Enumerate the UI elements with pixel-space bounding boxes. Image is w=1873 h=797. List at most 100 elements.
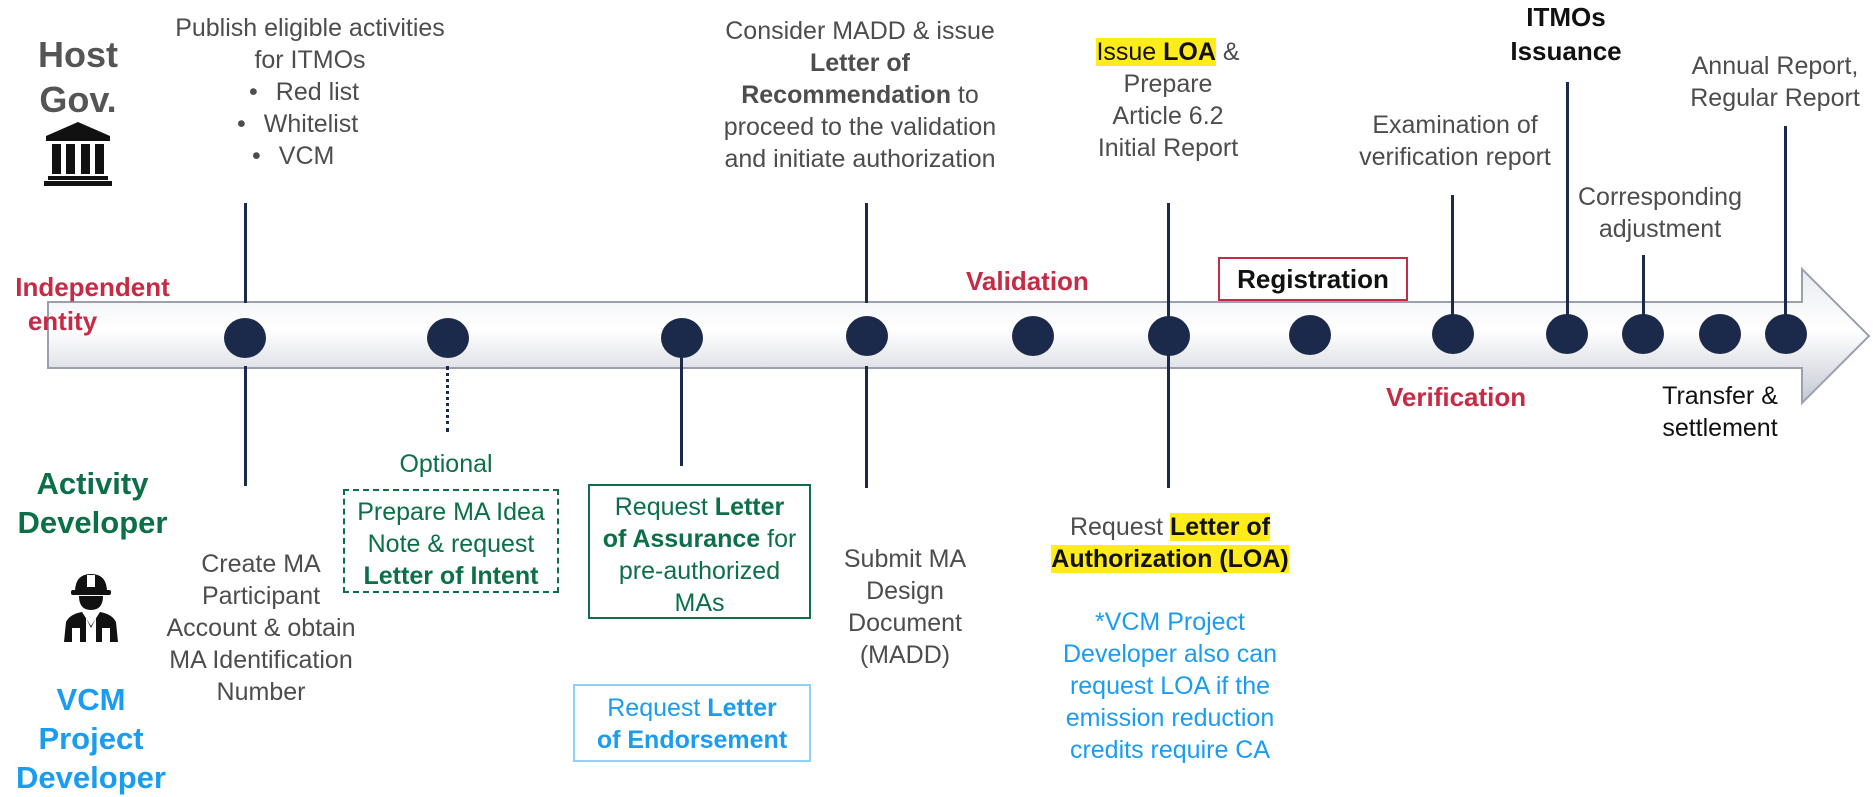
create-line4: MA Identification <box>169 646 353 674</box>
connector-optional-dotted <box>446 366 449 432</box>
timeline-dot <box>224 318 266 358</box>
submit-line2: Design <box>866 577 944 605</box>
issue-line3: Article 6.2 <box>1112 102 1224 130</box>
assurance-line2: of Assurance for <box>590 523 809 555</box>
stage-registration: Registration <box>1218 257 1408 301</box>
vcm-loa-note: *VCM Project Developer also can request … <box>1040 606 1300 766</box>
worker-with-hardhat-icon <box>64 574 118 642</box>
timeline-dot <box>661 318 703 358</box>
exam-line1: Examination of <box>1372 111 1538 139</box>
consider-line4: proceed to the validation <box>723 113 997 141</box>
consider-line1: Consider MADD & issue <box>725 17 995 45</box>
submit-line3: Document <box>848 609 962 637</box>
create-line1: Create MA <box>201 550 321 578</box>
optional-label: Optional <box>399 450 493 478</box>
stage-validation: Validation <box>966 266 1089 296</box>
annual-line2: Regular Report <box>1690 84 1860 112</box>
assurance-after: for <box>760 525 797 553</box>
consider-line5: and initiate authorization <box>724 145 996 173</box>
loa-pre: Request <box>1069 513 1171 541</box>
government-building-icon <box>44 122 112 186</box>
timeline-dot <box>1546 314 1588 354</box>
consider-line3: Recommendation to <box>700 79 1020 111</box>
role-host-line2: Gov. <box>39 79 117 120</box>
connector-corr <box>1642 255 1645 325</box>
idea-bold: Letter of Intent <box>363 562 539 590</box>
consider-bold2: Recommendation <box>741 81 951 109</box>
assurance-line1: Request Letter <box>590 491 809 523</box>
step-publish-eligible-activities: Publish eligible activities for ITMOs Re… <box>140 12 480 172</box>
role-vcm-line1: VCM <box>56 682 126 717</box>
consider-after: to <box>950 81 979 109</box>
role-activity-line2: Developer <box>17 505 168 540</box>
vcm-note-line4: emission reduction <box>1065 704 1275 732</box>
corr-line1: Corresponding <box>1578 183 1742 211</box>
role-independent-line1: Independent <box>15 272 170 302</box>
issue-line2: Prepare <box>1123 70 1213 98</box>
connector-submit-bottom <box>865 366 868 488</box>
stage-verification: Verification <box>1386 382 1527 412</box>
idea-line2: Note & request <box>367 530 535 558</box>
create-line5: Number <box>216 678 306 706</box>
step-consider-madd: Consider MADD & issue Letter of Recommen… <box>700 15 1020 175</box>
connector-publish-top <box>244 203 247 303</box>
annual-line1: Annual Report, <box>1691 52 1859 80</box>
issue-line4: Initial Report <box>1097 134 1239 162</box>
timeline-dot <box>1012 316 1054 356</box>
vcm-note-line3: request LOA if the <box>1069 672 1271 700</box>
step-request-letter-of-endorsement: Request Letter of Endorsement <box>573 684 811 762</box>
timeline-dot <box>1699 314 1741 354</box>
assurance-line3: pre-authorized <box>618 557 781 585</box>
itmos-line2: Issuance <box>1510 36 1622 66</box>
publish-bullet-list: Red list Whitelist VCM <box>237 76 480 172</box>
role-host-gov: Host Gov. <box>28 32 128 122</box>
connector-exam <box>1451 195 1454 325</box>
step-annual-report: Annual Report, Regular Report <box>1680 50 1870 114</box>
step-issue-loa: Issue LOA & Prepare Article 6.2 Initial … <box>1078 36 1258 164</box>
timeline-dot <box>1622 314 1664 354</box>
publish-bullet: Red list <box>249 76 480 108</box>
loa-line1: Request Letter of <box>1030 511 1310 543</box>
assurance-bold1: Letter <box>714 493 785 521</box>
connector-annual <box>1784 126 1787 325</box>
exam-line2: verification report <box>1359 143 1551 171</box>
role-activity-developer: Activity Developer <box>10 464 175 542</box>
publish-bullet: Whitelist <box>237 108 480 140</box>
step-submit-madd: Submit MA Design Document (MADD) <box>820 543 990 671</box>
vcm-note-line5: credits require CA <box>1069 736 1271 764</box>
create-line3: Account & obtain <box>166 614 356 642</box>
step-create-ma-account: Create MA Participant Account & obtain M… <box>150 548 372 708</box>
role-host-line1: Host <box>38 34 118 75</box>
step-prepare-idea-note: Prepare MA Idea Note & request Letter of… <box>343 489 559 593</box>
timeline-dot <box>1765 314 1807 354</box>
endorse-bold1: Letter <box>707 694 777 722</box>
connector-create-bottom <box>244 366 247 486</box>
step-request-letter-of-assurance: Request Letter of Assurance for pre-auth… <box>588 484 811 619</box>
consider-bold1: Letter of <box>810 49 910 77</box>
assurance-bold2: of Assurance <box>602 525 761 553</box>
transfer-line1: Transfer & <box>1662 382 1778 410</box>
connector-assurance <box>680 350 683 466</box>
corr-line2: adjustment <box>1598 215 1722 243</box>
role-activity-line1: Activity <box>36 466 149 501</box>
issue-bold: LOA <box>1163 38 1216 66</box>
vcm-note-line2: Developer also can <box>1062 640 1277 668</box>
connector-itmos <box>1566 82 1569 325</box>
timeline-dot <box>1148 316 1190 356</box>
role-vcm-project-developer: VCM Project Developer <box>0 680 182 797</box>
timeline-dot <box>427 318 469 358</box>
assurance-pre: Request <box>614 493 715 521</box>
timeline-dot <box>846 316 888 356</box>
vcm-note-line1: *VCM Project <box>1094 608 1246 636</box>
loa-bold1: Letter of <box>1170 513 1271 541</box>
submit-line4: (MADD) <box>859 641 951 669</box>
step-request-loa: Request Letter of Authorization (LOA) <box>1030 511 1310 575</box>
assurance-line4: MAs <box>674 589 725 617</box>
idea-line1: Prepare MA Idea <box>357 498 545 526</box>
role-independent-entity: Independent entity <box>0 270 185 338</box>
connector-consider-top <box>865 203 868 303</box>
publish-line2: for ITMOs <box>254 46 366 74</box>
issue-line1: Issue LOA & <box>1078 36 1258 68</box>
step-examination: Examination of verification report <box>1325 109 1585 173</box>
